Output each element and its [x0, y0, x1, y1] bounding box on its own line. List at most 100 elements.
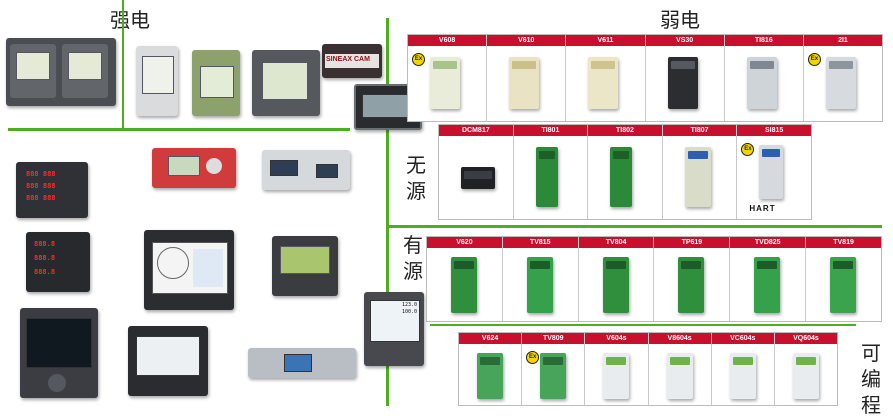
multi-line-meter-image: 888.8 888.8 888.8	[26, 232, 90, 292]
signal-isolator-image	[602, 257, 629, 313]
signal-isolator-image	[535, 147, 558, 207]
active-label: 有源	[400, 232, 426, 284]
product-label: TI816	[724, 35, 803, 46]
product-label: TV804	[578, 237, 654, 248]
readout-line-1: 123.0	[402, 302, 418, 308]
product-label: TV809	[522, 333, 585, 344]
product-cell: TI807	[662, 125, 738, 219]
signal-isolator-image	[526, 257, 553, 313]
active-programmable-divider	[430, 324, 856, 326]
strong-current-heading: 强电	[110, 8, 150, 32]
main-vertical-divider	[386, 18, 389, 406]
product-label: DCM817	[439, 125, 513, 136]
signal-isolator-image	[830, 257, 857, 313]
green-din-module-image	[192, 50, 240, 116]
portable-meter-image	[128, 326, 208, 396]
product-cell: V604s	[585, 333, 649, 405]
strong-current-horizontal-divider	[8, 128, 350, 131]
passive-label-text: 无源	[406, 153, 426, 203]
sineax-cam-image: SINEAX CAM	[322, 44, 382, 78]
signal-isolator-image	[678, 257, 705, 313]
product-label: TI802	[588, 125, 662, 136]
product-label: V620	[427, 237, 502, 248]
product-cell: V611	[566, 35, 646, 121]
product-cell: TI802	[588, 125, 663, 219]
digital-panel-meter-image: 888 888 888 888 888 888	[16, 162, 88, 218]
product-label: TV815	[502, 237, 578, 248]
signal-isolator-image	[509, 57, 540, 109]
product-label: TVD825	[730, 237, 806, 248]
product-label: VS30	[645, 35, 724, 46]
signal-isolator-image	[746, 57, 777, 109]
product-label: SI815	[737, 125, 811, 136]
recorder-display-image: 123.0 100.0	[364, 292, 424, 366]
product-cell: DCM817	[439, 125, 514, 219]
product-label: V604s	[585, 333, 648, 344]
product-cell: TV819	[806, 237, 881, 321]
signal-isolator-image	[754, 257, 781, 313]
programmable-label: 可编程	[858, 340, 884, 418]
ex-certification-icon: Ex	[807, 53, 821, 66]
signal-isolator-image	[540, 353, 567, 399]
large-power-analyzer-image	[20, 308, 98, 398]
green-lcd-analyzer-image	[272, 236, 338, 296]
product-label: 2I1	[803, 35, 883, 46]
product-label: V610	[487, 35, 566, 46]
signal-isolator-image	[451, 257, 477, 313]
passive-label: 无源	[403, 152, 429, 204]
twin-transducer-image	[6, 38, 116, 106]
hart-label: HART	[749, 204, 776, 213]
product-cell: V610	[487, 35, 567, 121]
signal-isolator-image	[461, 167, 495, 189]
product-cell: TVD825	[730, 237, 807, 321]
signal-isolator-image	[759, 145, 784, 199]
product-cell: V620	[427, 237, 503, 321]
product-label: V608	[408, 35, 487, 46]
signal-isolator-image	[666, 353, 693, 399]
product-label: V624	[459, 333, 522, 344]
product-label: TI807	[662, 125, 737, 136]
product-label: VC604s	[711, 333, 774, 344]
product-cell: V8604s	[648, 333, 712, 405]
red-plc-module-image	[152, 148, 236, 188]
product-label: V611	[566, 35, 645, 46]
power-analyzer-color-image	[144, 230, 234, 310]
product-cell: TV804	[578, 237, 655, 321]
signal-isolator-image	[430, 57, 460, 109]
signal-isolator-image	[610, 147, 633, 207]
product-cell: VC604s	[711, 333, 775, 405]
product-cell: TV815	[502, 237, 579, 321]
transducer-image	[252, 50, 320, 116]
din-rail-meters-image	[262, 150, 350, 190]
product-label: TP619	[654, 237, 730, 248]
signal-isolator-image	[588, 57, 619, 109]
ex-certification-icon: Ex	[526, 351, 540, 364]
strong-current-divider	[122, 0, 124, 128]
product-cell: V624	[459, 333, 523, 405]
signal-isolator-image	[825, 57, 856, 109]
weak-current-horizontal-divider	[388, 225, 882, 228]
rack-unit-image	[248, 348, 356, 378]
product-cell: VS30	[645, 35, 725, 121]
signal-isolator-image	[477, 353, 503, 399]
product-label: V8604s	[648, 333, 711, 344]
signal-isolator-image	[792, 353, 819, 399]
ex-certification-icon: Ex	[741, 143, 755, 156]
active-label-text: 有源	[403, 233, 423, 283]
product-cell: TP619	[654, 237, 731, 321]
signal-isolator-image	[667, 57, 698, 109]
din-module-image	[136, 46, 178, 116]
sineax-cam-label: SINEAX CAM	[326, 56, 370, 63]
product-cell: TI816	[724, 35, 804, 121]
signal-isolator-image	[684, 147, 711, 207]
product-label: TI801	[513, 125, 588, 136]
programmable-label-text: 可编程	[861, 341, 881, 417]
readout-line-2: 100.0	[402, 309, 418, 315]
